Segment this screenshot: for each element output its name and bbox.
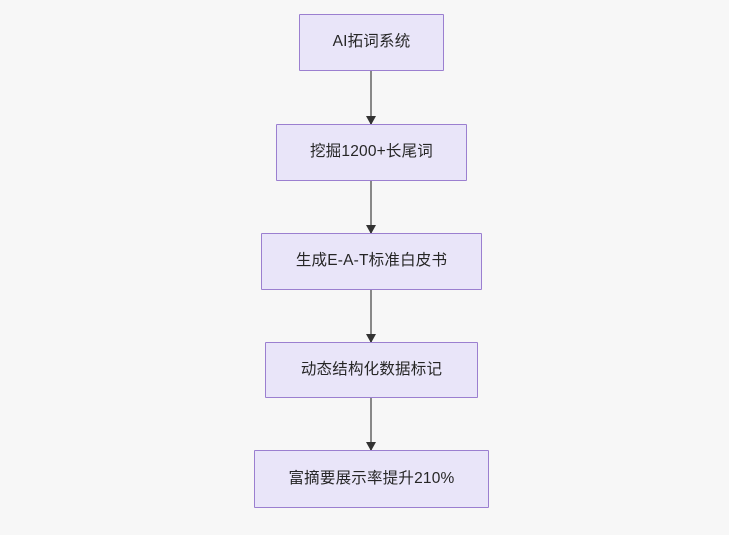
edge-line: [370, 398, 372, 450]
arrowhead-icon: [366, 116, 376, 125]
flow-node-mine-longtail-keywords[interactable]: 挖掘1200+长尾词: [276, 124, 467, 181]
edge-node-4-to-node-5: [366, 398, 376, 451]
flow-node-dynamic-structured-data-markup[interactable]: 动态结构化数据标记: [265, 342, 478, 398]
edge-node-3-to-node-4: [366, 290, 376, 343]
edge-node-2-to-node-3: [366, 181, 376, 234]
flow-node-label: AI拓词系统: [332, 33, 411, 51]
flow-node-label: 动态结构化数据标记: [300, 360, 443, 378]
flow-node-label: 挖掘1200+长尾词: [309, 143, 434, 161]
edge-line: [370, 290, 372, 342]
flow-node-ai-keyword-system[interactable]: AI拓词系统: [299, 14, 444, 71]
arrowhead-icon: [366, 225, 376, 234]
flow-node-generate-eat-whitepaper[interactable]: 生成E-A-T标准白皮书: [261, 233, 482, 290]
arrowhead-icon: [366, 334, 376, 343]
arrowhead-icon: [366, 442, 376, 451]
flow-node-rich-snippet-uplift[interactable]: 富摘要展示率提升210%: [254, 450, 489, 508]
flow-node-label: 富摘要展示率提升210%: [288, 469, 455, 487]
flow-node-label: 生成E-A-T标准白皮书: [295, 252, 448, 270]
edge-node-1-to-node-2: [366, 71, 376, 125]
edge-line: [370, 71, 372, 124]
edge-line: [370, 181, 372, 233]
